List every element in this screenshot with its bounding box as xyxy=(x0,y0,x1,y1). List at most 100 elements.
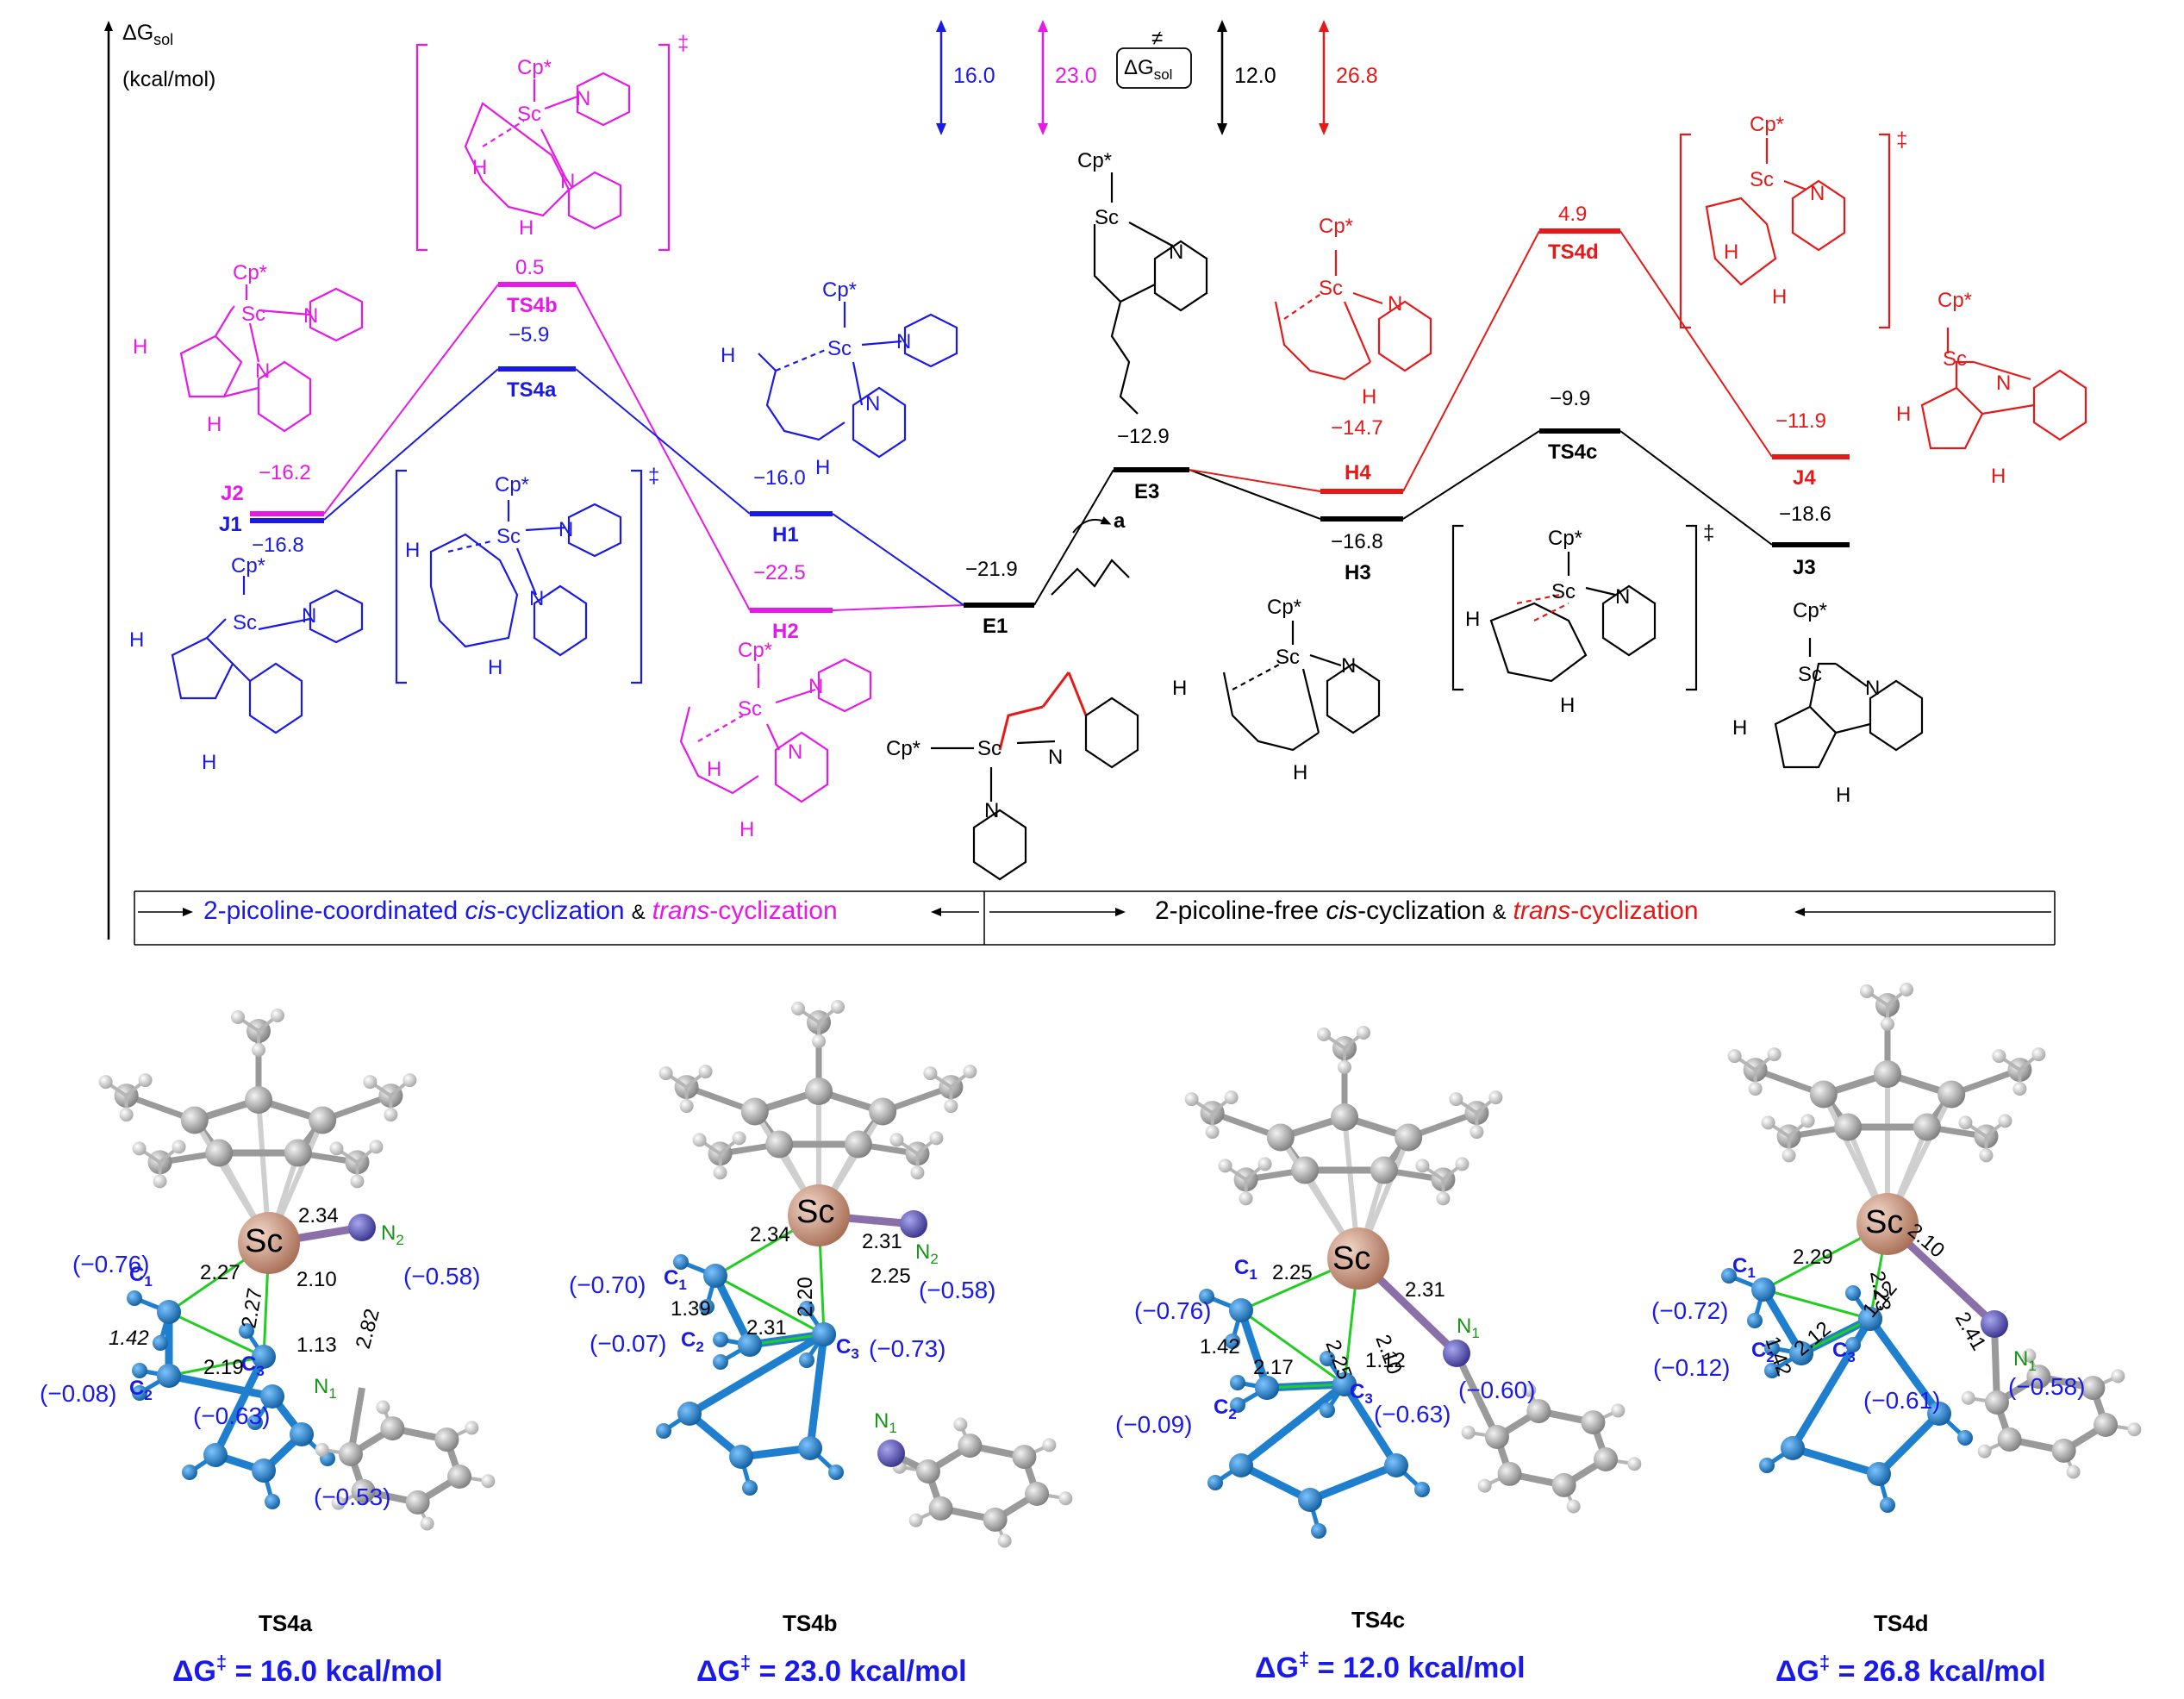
ts4b-charge-c2: (−0.07) xyxy=(590,1330,667,1357)
barrier-label: ΔGsol xyxy=(1124,56,1172,83)
hydrogen xyxy=(1449,1092,1463,1107)
bracket-right xyxy=(1686,524,1698,691)
nitrogen-atom xyxy=(877,1440,905,1467)
connector-blue-h1-e1 xyxy=(832,513,964,606)
path-a-label: a xyxy=(1114,509,1126,533)
pyridine xyxy=(248,662,303,734)
chain-hydrogen xyxy=(1764,1340,1780,1356)
c-hydrogen xyxy=(132,1385,147,1401)
ts4d-dagger: ‡ xyxy=(1896,128,1907,152)
c-hydrogen xyxy=(713,1354,728,1370)
c1-c2-bond xyxy=(711,1273,754,1347)
structure-h2-schematic xyxy=(679,658,872,803)
hydrogen xyxy=(172,1140,186,1154)
chain-hydrogen xyxy=(247,1415,263,1430)
label-j2-name: J2 xyxy=(221,482,244,505)
ts4b-n1: N xyxy=(576,87,590,110)
chain-hydrogen xyxy=(1414,1482,1430,1497)
c1-c2-bond xyxy=(1760,1287,1805,1356)
pyridine-carbon xyxy=(1025,1482,1050,1507)
bonds xyxy=(1334,250,1383,363)
connector-red-e3-h4 xyxy=(1189,469,1321,492)
chain-carbon xyxy=(252,1345,276,1369)
chain-bond xyxy=(1239,1461,1313,1504)
bracket-right xyxy=(1879,133,1891,329)
hydrogen xyxy=(713,1165,727,1180)
chain xyxy=(679,706,759,795)
hydrogen xyxy=(153,1174,167,1189)
pyridine-carbon xyxy=(338,1441,363,1466)
ts4b-dist-2: 2.25 xyxy=(870,1265,911,1288)
hydrogen xyxy=(658,1066,673,1081)
ts4b-dagger: ‡ xyxy=(677,32,689,55)
bonds xyxy=(1110,172,1173,303)
j1-h1: H xyxy=(129,628,144,652)
ts4c-c3-label: C3 xyxy=(1350,1380,1373,1407)
ts4d-h2: H xyxy=(1772,285,1787,309)
pyridine-carbon xyxy=(1984,1390,2009,1415)
cp-carbon xyxy=(205,1139,234,1167)
pyridine-hydrogen xyxy=(1961,1390,1975,1405)
connector-magenta-ts4b-h2 xyxy=(575,284,751,611)
c-hydrogen xyxy=(1764,1363,1780,1378)
h3-n: N xyxy=(1341,654,1356,678)
chain-hydrogen xyxy=(1320,1402,1335,1418)
label-e3-name: E3 xyxy=(1134,480,1159,503)
label-ts4d-value: 4.9 xyxy=(1558,203,1587,226)
j2-n2: N xyxy=(255,359,270,383)
structure-j2-schematic xyxy=(179,284,364,433)
pyridine-carbon xyxy=(2081,1376,2106,1401)
hydrogen xyxy=(923,1066,938,1081)
footer-right-text: 2-picoline-free cis-cyclization&trans-cy… xyxy=(1155,896,1699,925)
chain-hydrogen xyxy=(828,1465,844,1480)
e3-cp: Cp* xyxy=(1077,149,1112,172)
ts4c-dist-6: 1.12 xyxy=(1365,1349,1406,1372)
hydrogen xyxy=(369,1140,384,1154)
cyclopentane xyxy=(171,636,234,700)
c1-c3-distance xyxy=(1763,1288,1871,1321)
label-h2-name: H2 xyxy=(772,620,799,643)
bracket-right xyxy=(658,43,671,252)
pyridine-hydrogen xyxy=(2111,1369,2125,1384)
ts4d-h1: H xyxy=(1724,240,1738,264)
cp-carbon xyxy=(1331,1103,1358,1131)
ts4a-sc-label: Sc xyxy=(245,1223,283,1259)
pyridine xyxy=(1377,300,1432,372)
bonds xyxy=(1765,138,1807,191)
ts4d-c3-label: C3 xyxy=(1832,1339,1856,1365)
ts4c-c1-label: C1 xyxy=(1234,1256,1257,1283)
connector-blue-ts4a-h1 xyxy=(575,368,751,515)
pyridine xyxy=(257,360,312,433)
ts4d-charge-n1: (−0.58) xyxy=(2008,1373,2086,1400)
structure-e3-schematic xyxy=(1093,172,1208,415)
dash-bond xyxy=(697,715,744,742)
hydrogen xyxy=(1767,1047,1782,1062)
pyridine-carbon xyxy=(1594,1447,1619,1472)
hydrogen xyxy=(944,1099,958,1114)
ts4a-c1-label: C1 xyxy=(129,1263,153,1290)
j2-cp: Cp* xyxy=(233,261,267,284)
barrier-value-red: 26.8 xyxy=(1336,64,1378,88)
j3-h2: H xyxy=(1836,784,1850,807)
ts4c-sc: Sc xyxy=(1551,580,1576,603)
c-hydrogen xyxy=(127,1290,142,1306)
barrier-value-blue: 16.0 xyxy=(953,64,995,88)
structure-j1-labels: Cp* Sc N H H xyxy=(129,554,316,774)
chain-carbon xyxy=(1789,1341,1813,1365)
pyridine-hydrogen xyxy=(1627,1457,1642,1471)
hydrogen xyxy=(132,1141,147,1156)
pyridine-carbon xyxy=(1581,1410,1606,1435)
structure-ts4d-schematic xyxy=(1679,133,1891,329)
ts4a-n1: N xyxy=(558,518,573,541)
pyridine-hydrogen xyxy=(481,1474,496,1489)
pyridine-carbon xyxy=(958,1434,983,1459)
cp-carbon xyxy=(1266,1123,1295,1152)
label-ts4c-value: −9.9 xyxy=(1550,387,1590,410)
structure-h3-schematic xyxy=(1222,621,1381,752)
ts4c-h1: H xyxy=(1465,608,1480,631)
pyridine-hydrogen xyxy=(2022,1348,2037,1363)
ts4a-dagger: ‡ xyxy=(648,465,659,488)
e1-cp: Cp* xyxy=(886,737,920,760)
hydrogen xyxy=(1800,1114,1815,1128)
